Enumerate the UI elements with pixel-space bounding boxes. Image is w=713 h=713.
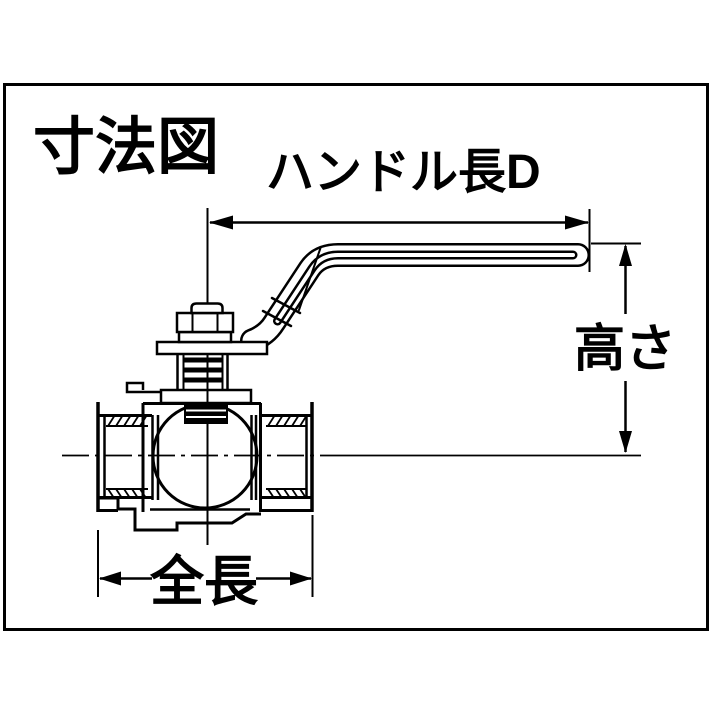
body-bottom-profile xyxy=(98,496,261,532)
height-label: 高さ xyxy=(574,320,676,377)
body-top-step xyxy=(125,381,160,394)
arrowhead-right xyxy=(565,215,589,230)
dimension-overall-length xyxy=(97,515,314,597)
drawing-frame-border xyxy=(3,83,709,631)
handle-bracket-plate xyxy=(155,340,269,356)
right-thread-hatch xyxy=(267,416,307,499)
overall-length-label: 全長 xyxy=(149,552,259,612)
handle-length-label: ハンドル長D xyxy=(266,146,541,199)
handle-inner-fill xyxy=(275,253,575,323)
arrowhead-left xyxy=(209,215,233,230)
stem-slot xyxy=(184,404,228,424)
handle-outer-fill xyxy=(242,245,588,350)
gland-thread-bands xyxy=(184,357,222,383)
stem-cap-dome xyxy=(190,302,224,315)
page-title: 寸法図 xyxy=(33,113,219,182)
valve-handle-lever xyxy=(240,243,590,353)
arrowhead-right xyxy=(290,571,312,586)
handle-grip-tick-2 xyxy=(270,296,302,315)
valve-body xyxy=(96,402,314,532)
arrowhead-up xyxy=(619,244,632,266)
handle-grip-tick-1 xyxy=(261,309,293,328)
dimension-handle-length xyxy=(206,208,591,545)
arrowhead-down xyxy=(619,431,632,453)
stem-nut xyxy=(175,311,235,334)
arrowhead-left xyxy=(99,571,121,586)
dimension-height xyxy=(591,242,641,453)
stem-washer xyxy=(177,330,233,344)
bonnet-flange xyxy=(159,388,253,405)
left-thread-hatch xyxy=(107,416,147,499)
valve-stem-assembly xyxy=(125,302,269,405)
handle-flange-edge-line xyxy=(298,247,322,311)
